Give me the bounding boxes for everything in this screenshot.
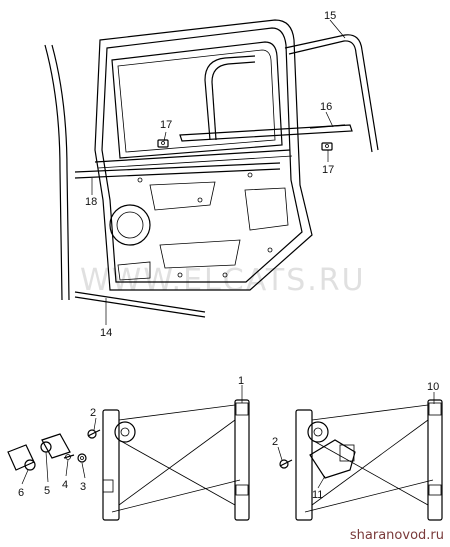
clip-17-left bbox=[157, 139, 169, 148]
callout-17-right: 17 bbox=[322, 164, 334, 176]
belt-moulding-18 bbox=[74, 162, 281, 179]
site-label: sharanovod.ru bbox=[349, 528, 444, 543]
inner-window-run bbox=[204, 55, 256, 141]
callout-2-right: 2 bbox=[272, 436, 278, 448]
callout-3: 3 bbox=[80, 481, 86, 493]
watermark-text: WWW.ELCATS.RU bbox=[80, 263, 366, 298]
callout-15: 15 bbox=[324, 10, 336, 22]
callout-17-left: 17 bbox=[160, 119, 172, 131]
knob-6 bbox=[7, 444, 36, 471]
window-regulator-right bbox=[295, 399, 443, 521]
screw-2-right bbox=[279, 459, 293, 469]
bottom-seal-14 bbox=[74, 291, 206, 318]
callout-14: 14 bbox=[100, 327, 112, 339]
callout-11: 11 bbox=[312, 489, 323, 501]
callout-4: 4 bbox=[62, 479, 68, 491]
window-regulator-left bbox=[102, 399, 250, 521]
strip-16 bbox=[179, 124, 353, 142]
screw-2-left bbox=[87, 429, 101, 439]
callout-6: 6 bbox=[18, 487, 24, 499]
crank-handle-5 bbox=[40, 433, 71, 459]
callout-5: 5 bbox=[44, 485, 50, 497]
callout-10: 10 bbox=[427, 381, 439, 393]
screw-4 bbox=[63, 454, 75, 460]
washer-3 bbox=[77, 453, 87, 463]
door-seal-left bbox=[44, 44, 70, 301]
callout-18: 18 bbox=[85, 196, 97, 208]
callout-1: 1 bbox=[238, 375, 244, 387]
door-frame bbox=[94, 19, 313, 291]
window-channel-seal-15 bbox=[284, 34, 379, 153]
callout-16: 16 bbox=[320, 101, 332, 113]
clip-17-right bbox=[321, 142, 333, 151]
callout-2-left: 2 bbox=[90, 407, 96, 419]
